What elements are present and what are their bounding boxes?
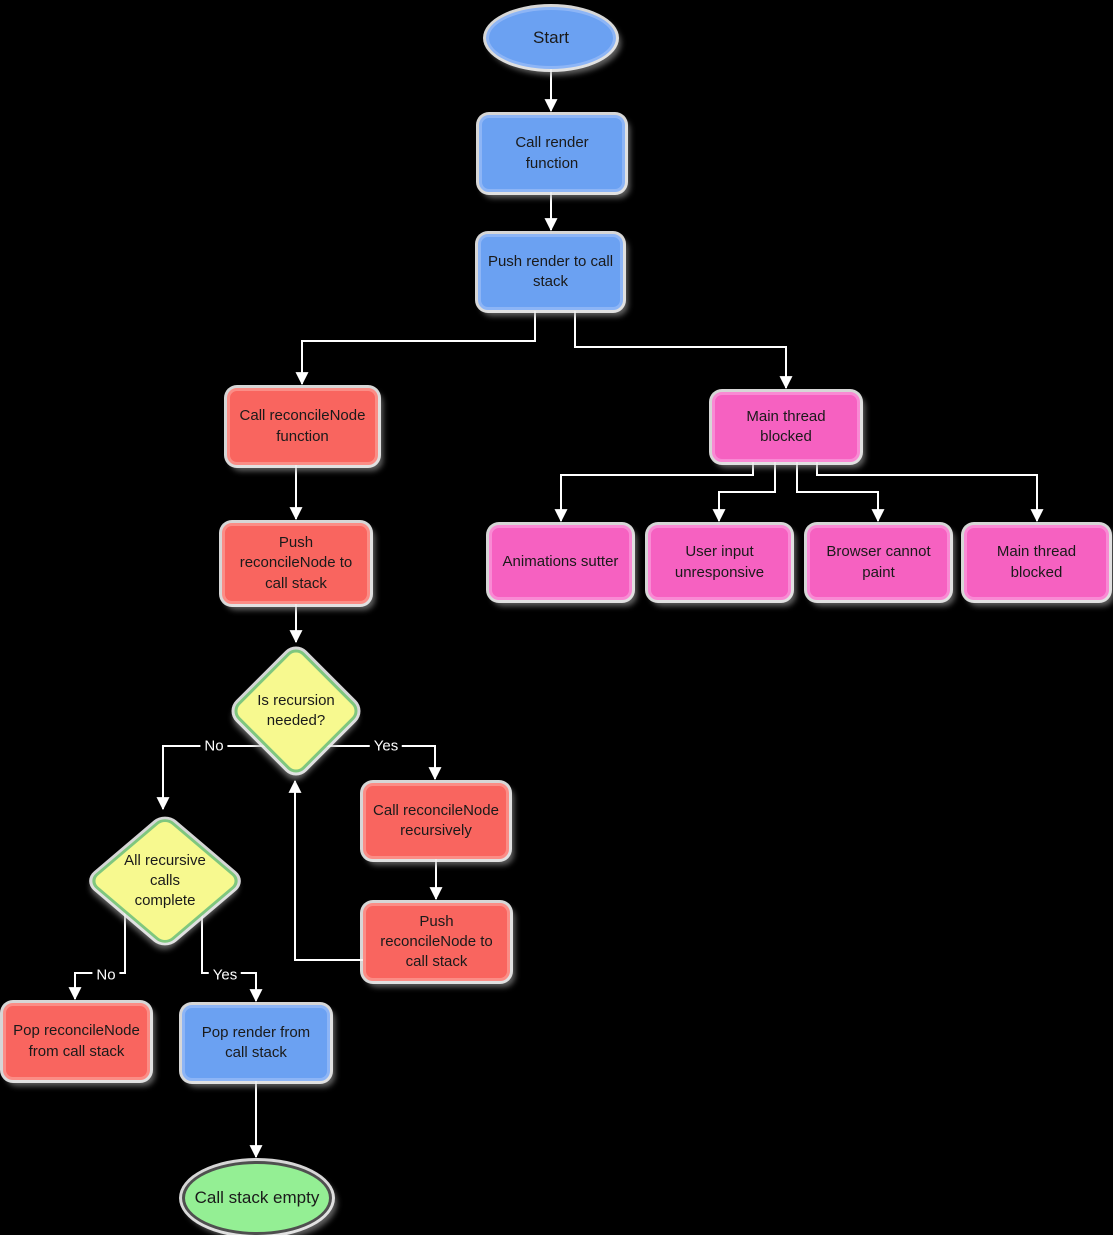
node-pop-render-from-call-stack: Pop render from call stack bbox=[182, 1005, 330, 1081]
node-main-thread-blocked-child: Main thread blocked bbox=[964, 525, 1109, 600]
node-user-input-unresponsive: User input unresponsive bbox=[648, 525, 791, 600]
node-call-stack-empty: Call stack empty bbox=[182, 1161, 332, 1235]
node-pop-reconcilenode-from-call-stack: Pop reconcileNode from call stack bbox=[3, 1003, 150, 1080]
node-label: Browser cannot paint bbox=[826, 543, 931, 581]
edge-is-recursion-no bbox=[156, 745, 266, 811]
node-label: Pop render from call stack bbox=[201, 1023, 311, 1061]
node-call-render-function: Call render function bbox=[479, 115, 625, 192]
edge-is-recursion-yes bbox=[326, 745, 442, 781]
edge-push-render-to-main-thread bbox=[574, 311, 793, 390]
edge-push-render-to-call-reconcile bbox=[295, 311, 536, 386]
node-label: Call stack empty bbox=[194, 1187, 320, 1207]
node-label: All recursive calls complete bbox=[124, 851, 206, 910]
edge-main-thread-to-browser-paint bbox=[796, 462, 885, 523]
edge-push-reconcile2-loop-to-is-recursion bbox=[288, 779, 363, 961]
node-is-recursion-needed: Is recursion needed? bbox=[229, 644, 363, 778]
node-push-reconcilenode-to-call-stack-1: Push reconcileNode to call stack bbox=[222, 523, 370, 604]
node-label: Animations sutter bbox=[502, 553, 619, 571]
edge-main-thread-to-main-thread-child bbox=[816, 462, 1044, 523]
edge-label-complete-no: No bbox=[92, 965, 120, 985]
node-all-recursive-calls-complete: All recursive calls complete bbox=[87, 814, 243, 948]
node-label: Main thread blocked bbox=[996, 543, 1077, 581]
node-label: Pop reconcileNode from call stack bbox=[13, 1022, 140, 1060]
edge-label-recursion-yes: Yes bbox=[369, 736, 403, 756]
node-browser-cannot-paint: Browser cannot paint bbox=[807, 525, 950, 600]
node-label: Main thread blocked bbox=[746, 407, 826, 445]
node-start: Start bbox=[486, 7, 616, 69]
node-main-thread-blocked: Main thread blocked bbox=[712, 392, 860, 462]
edge-main-thread-to-animations bbox=[554, 462, 754, 523]
node-call-reconcilenode-function: Call reconcileNode function bbox=[227, 388, 378, 465]
node-label: Push reconcileNode to call stack bbox=[239, 534, 353, 592]
node-label: Call render function bbox=[515, 134, 589, 172]
node-push-render-to-call-stack: Push render to call stack bbox=[478, 234, 623, 310]
node-label: Push reconcileNode to call stack bbox=[380, 912, 493, 971]
node-label: Start bbox=[533, 27, 569, 47]
node-label: Is recursion needed? bbox=[257, 691, 335, 729]
node-label: Push render to call stack bbox=[487, 252, 614, 290]
node-push-reconcilenode-to-call-stack-2: Push reconcileNode to call stack bbox=[363, 903, 510, 981]
node-call-reconcilenode-recursively: Call reconcileNode recursively bbox=[363, 783, 509, 859]
edge-label-complete-yes: Yes bbox=[208, 965, 242, 985]
edge-main-thread-to-user-input bbox=[712, 462, 776, 523]
node-label: Call reconcileNode function bbox=[239, 407, 366, 445]
node-label: Call reconcileNode recursively bbox=[373, 801, 499, 839]
node-label: User input unresponsive bbox=[674, 543, 765, 581]
node-animations-sutter: Animations sutter bbox=[489, 525, 632, 600]
edge-label-recursion-no: No bbox=[200, 736, 228, 756]
